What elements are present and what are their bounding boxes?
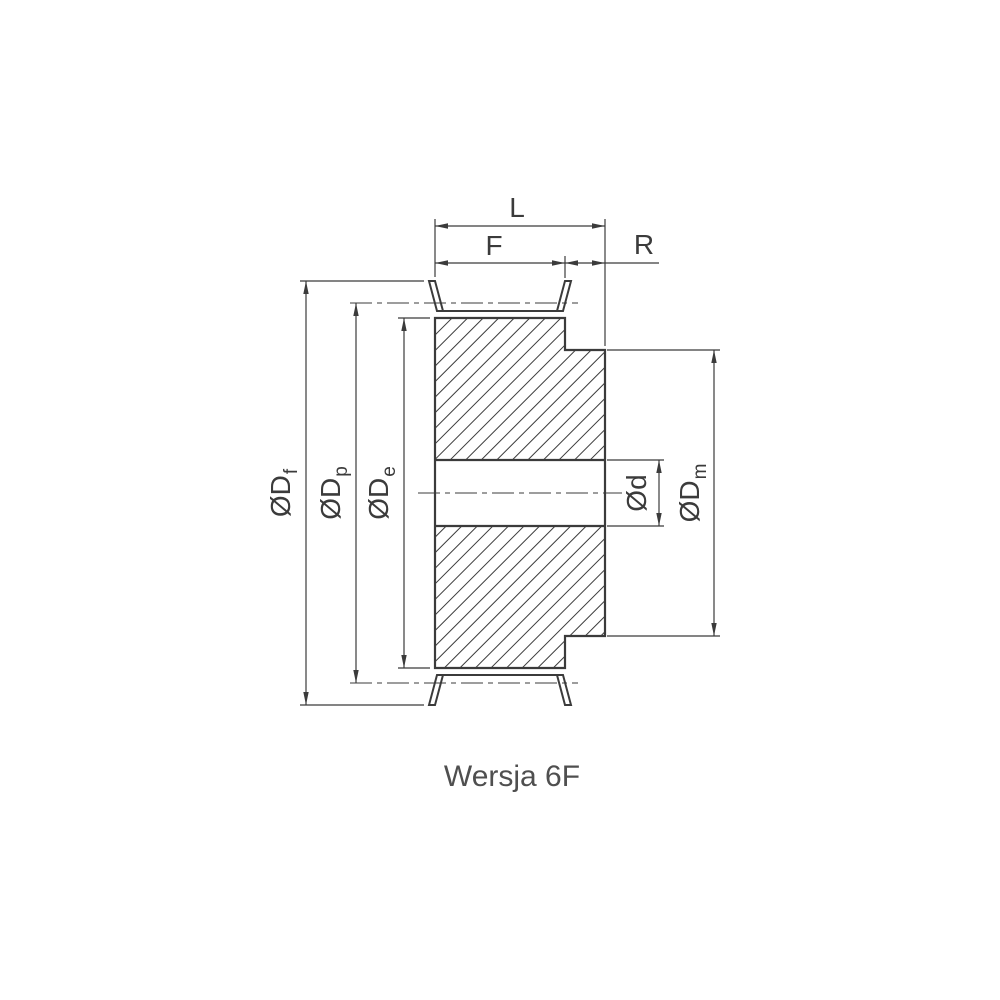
dimension-label-dm: ØDm — [674, 464, 711, 523]
dimension-label-dp: ØDp — [315, 466, 352, 520]
pulley-outline — [433, 316, 607, 670]
dimension-F: F — [435, 230, 566, 278]
dimension-flange-diameter: ØDf — [265, 280, 424, 706]
dimension-R: R — [565, 229, 659, 266]
dimension-label-R: R — [634, 229, 654, 260]
dimension-bore-diameter: Ød — [607, 459, 664, 527]
section-hatch-lower — [435, 526, 605, 668]
drawing-title: Wersja 6F — [444, 760, 580, 793]
dimension-label-df: ØDf — [265, 468, 302, 517]
dimension-pitch-diameter: ØDp — [315, 303, 359, 683]
dimension-label-L: L — [509, 192, 525, 223]
dimension-outside-diameter: ØDe — [363, 317, 430, 669]
pulley-cross-section — [427, 280, 607, 706]
flange-top-right — [555, 280, 573, 312]
flange-top-left — [427, 280, 445, 312]
dimension-label-F: F — [485, 230, 502, 261]
dimension-L: L — [434, 192, 606, 346]
dimension-hub-diameter: ØDm — [607, 349, 720, 637]
centerlines — [350, 302, 622, 684]
dimension-label-de: ØDe — [363, 466, 400, 520]
section-hatch-upper — [435, 318, 605, 460]
dimension-label-d: Ød — [621, 474, 652, 511]
flange-bottom-right — [555, 674, 573, 706]
flange-bottom-left — [427, 674, 445, 706]
